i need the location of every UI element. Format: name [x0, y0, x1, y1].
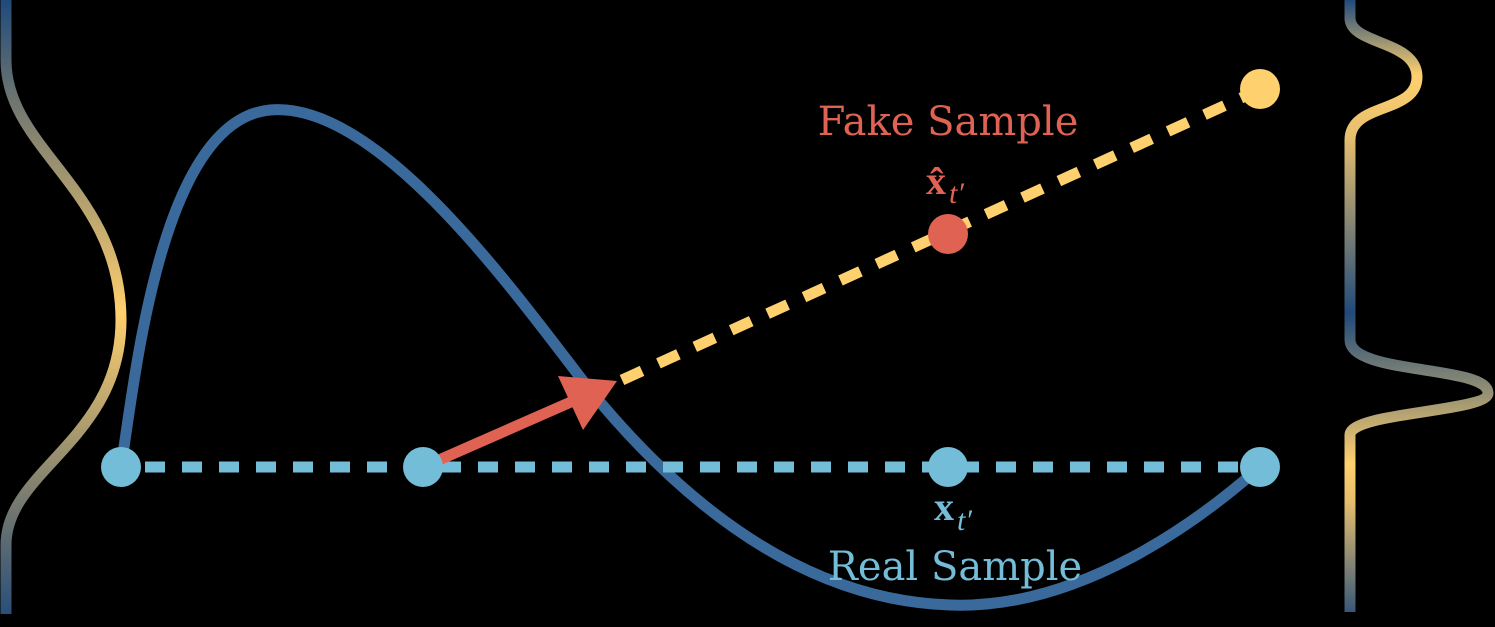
real-symbol-base: x [934, 484, 954, 529]
fake-symbol-base: x̂ [926, 158, 946, 203]
real-symbol-subscript: t′ [957, 504, 972, 537]
fake-sample-symbol: x̂ t′ [926, 158, 964, 210]
right-density-curve [1344, 0, 1494, 612]
left-density-curve [0, 0, 127, 614]
real-point-xt [928, 447, 968, 487]
fake-path-line [619, 88, 1253, 386]
fake-point-xhat [928, 214, 968, 254]
direction-arrow [420, 376, 617, 473]
fake-symbol-subscript: t′ [949, 177, 964, 210]
target-end-point [1240, 69, 1280, 109]
real-start-point [101, 447, 141, 487]
ode-trajectory-curve [115, 104, 1266, 611]
fake-sample-title: Fake Sample [818, 99, 1079, 145]
real-end-point [1240, 447, 1280, 487]
real-sample-symbol: x t′ [934, 484, 972, 537]
real-point-current [403, 447, 443, 487]
real-sample-title: Real Sample [828, 544, 1082, 590]
